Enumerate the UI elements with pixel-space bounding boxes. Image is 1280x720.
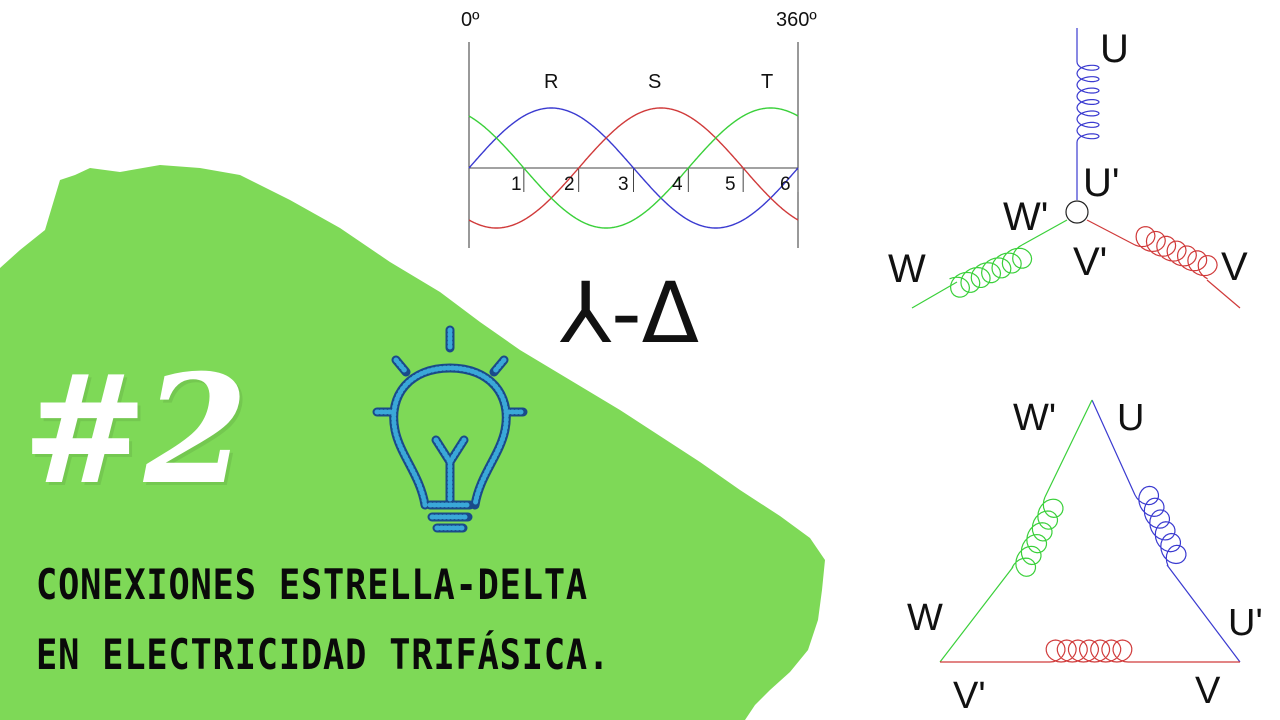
delta-winding-v [940, 639, 1240, 663]
phase-r-curve [468, 107, 799, 229]
interval-label-2: 2 [564, 174, 575, 195]
interval-label-5: 5 [725, 174, 736, 195]
phase-t-curve [468, 107, 799, 229]
star-winding-u [1076, 28, 1100, 200]
star-label-u: U [1100, 27, 1129, 71]
delta-label-v: V [1195, 670, 1221, 712]
star-label-w-prime: W' [1003, 195, 1048, 239]
star-winding-w [911, 219, 1068, 309]
phase-s-curve [468, 107, 799, 229]
interval-label-6: 6 [780, 174, 791, 195]
interval-label-4: 4 [672, 174, 683, 195]
title-line-2: EN ELECTRICIDAD TRIFÁSICA. [36, 630, 611, 679]
interval-label-3: 3 [618, 174, 629, 195]
green-brush-shape [0, 165, 825, 720]
star-delta-symbol: ⅄-Δ [560, 264, 700, 362]
delta-label-u-prime: U' [1228, 602, 1263, 644]
phase-label-s: S [648, 71, 661, 93]
waveform-ticks [523, 168, 799, 192]
delta-label-w-prime: W' [1013, 397, 1056, 439]
phase-label-t: T [761, 71, 773, 93]
delta-winding-u [1091, 399, 1241, 663]
title-line-1: CONEXIONES ESTRELLA-DELTA [36, 560, 589, 609]
delta-label-w: W [907, 597, 943, 639]
waveform-start-label: 0º [461, 9, 480, 31]
delta-label-v-prime: V' [953, 675, 986, 717]
star-label-v: V [1221, 245, 1248, 289]
star-label-w: W [888, 247, 926, 291]
phase-label-r: R [544, 71, 558, 93]
interval-label-1: 1 [511, 174, 522, 195]
star-winding-v [1086, 219, 1241, 309]
episode-number: #2 [22, 342, 248, 518]
delta-winding-w [939, 399, 1093, 663]
waveform-end-label: 360º [776, 9, 817, 31]
star-neutral-point [1065, 200, 1089, 224]
star-label-v-prime: V' [1073, 240, 1107, 284]
delta-label-u: U [1117, 397, 1144, 439]
star-label-u-prime: U' [1083, 161, 1120, 205]
